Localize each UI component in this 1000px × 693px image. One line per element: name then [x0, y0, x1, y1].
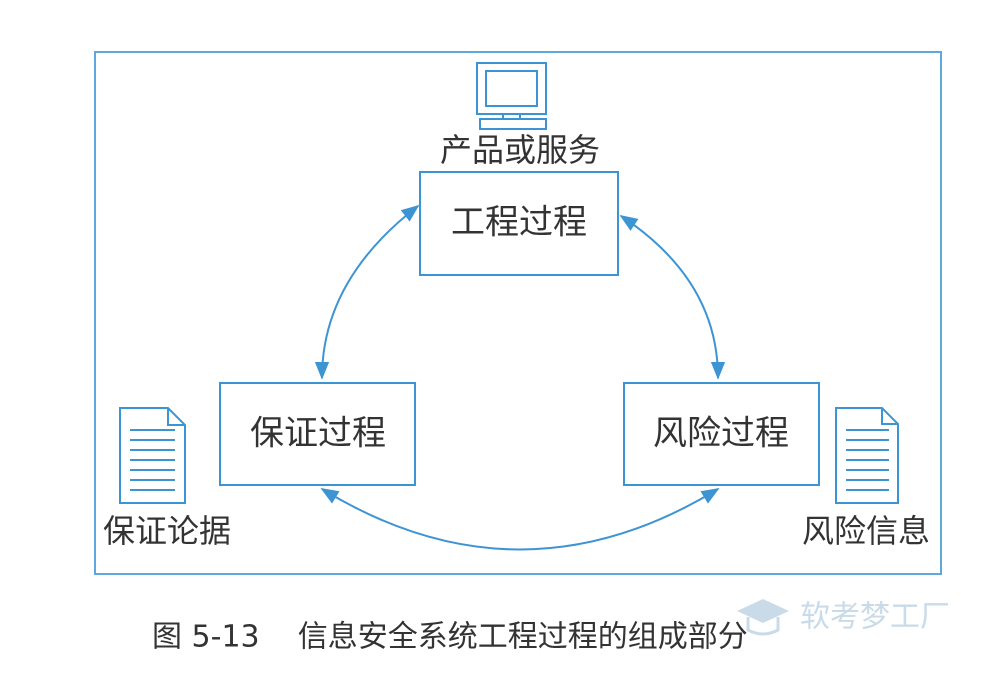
risk-process-node: 风险过程 [623, 382, 820, 486]
engineering-assurance-arrow [314, 204, 420, 380]
watermark: 软考梦工厂 [737, 599, 950, 636]
assurance-process-label: 保证过程 [250, 414, 386, 454]
risk-process-label: 风险过程 [653, 414, 789, 454]
assurance-evidence-label: 保证论据 [103, 512, 231, 550]
product-label: 产品或服务 [440, 131, 600, 169]
engineering-process-label: 工程过程 [451, 203, 587, 243]
diagram-frame [94, 51, 942, 575]
assurance-risk-arrow [320, 488, 720, 551]
graduation-cap-icon [737, 599, 789, 636]
engineering-risk-arrow [619, 215, 726, 380]
risk-information-label: 风险信息 [802, 512, 930, 550]
figure-caption: 图 5-13 信息安全系统工程过程的组成部分 [152, 620, 748, 655]
computer-icon [476, 62, 547, 130]
document-icon [119, 407, 186, 504]
assurance-process-node: 保证过程 [219, 382, 416, 486]
document-icon [835, 407, 899, 504]
engineering-process-node: 工程过程 [419, 171, 619, 276]
watermark-text: 软考梦工厂 [800, 600, 950, 635]
